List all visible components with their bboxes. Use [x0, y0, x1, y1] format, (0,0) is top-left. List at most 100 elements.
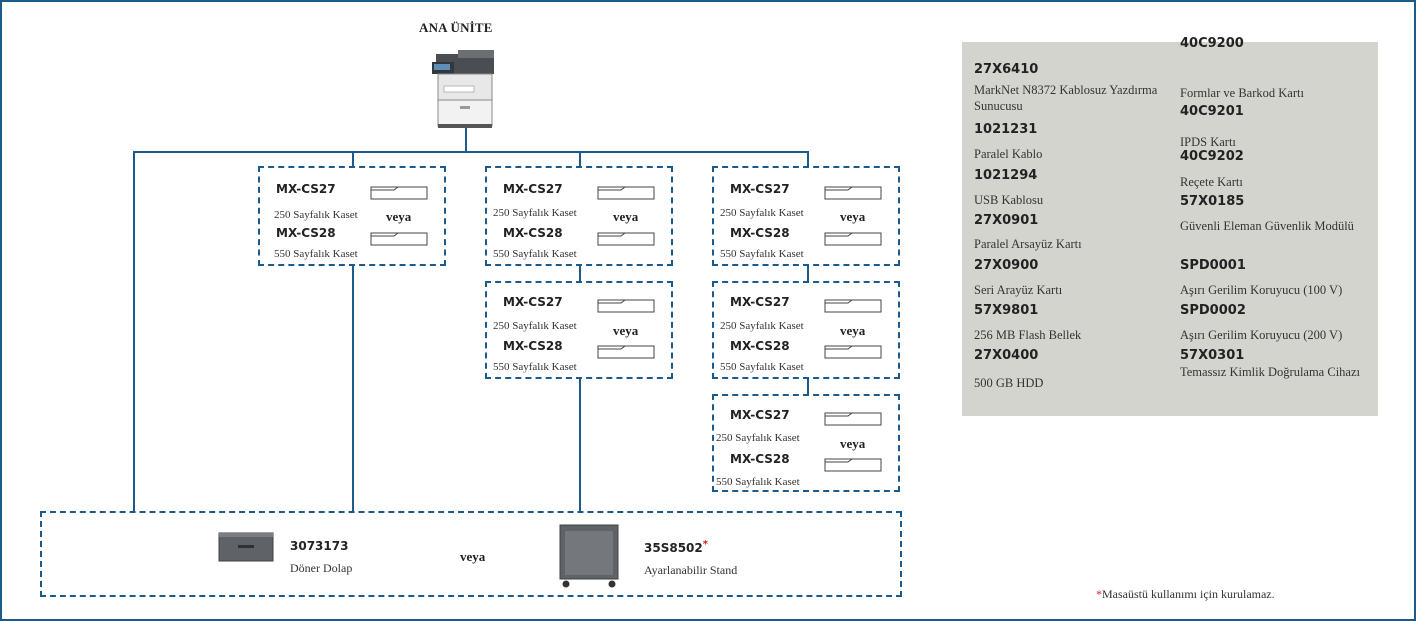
tray-b-code: MX-CS28: [503, 226, 563, 240]
tray-550-icon: [824, 458, 882, 472]
tray-550-icon: [824, 345, 882, 359]
accessory-code: 40C9202: [1180, 149, 1244, 164]
or-text: veya: [386, 209, 412, 224]
tray-a-code: MX-CS27: [503, 295, 563, 309]
tray-a-label: 250 Sayfalık Kaset: [493, 320, 577, 332]
or-text: veya: [613, 323, 639, 338]
connector-line: [352, 151, 354, 167]
tray-b-code: MX-CS28: [730, 452, 790, 466]
tray-250-icon: [597, 299, 655, 313]
tray-option-box: MX-CS27 250 Sayfalık Kaset veya MX-CS28 …: [485, 166, 673, 266]
accessory-code: 1021231: [974, 122, 1038, 137]
accessory-desc: 256 MB Flash Bellek: [974, 328, 1082, 342]
tray-550-icon: [824, 232, 882, 246]
tray-b-code: MX-CS28: [730, 226, 790, 240]
footnote: *Masaüstü kullanımı için kurulamaz.: [1096, 587, 1275, 602]
connector-line: [807, 151, 809, 167]
stand-label: Ayarlanabilir Stand: [644, 563, 738, 577]
tray-550-icon: [597, 345, 655, 359]
cabinet-icon: [218, 532, 274, 562]
accessory-desc: MarkNet N8372 Kablosuz Yazdırma Sunucusu: [974, 83, 1158, 113]
connector-line: [807, 379, 809, 395]
tray-b-label: 550 Sayfalık Kaset: [720, 248, 804, 260]
tray-b-label: 550 Sayfalık Kaset: [493, 248, 577, 260]
accessory-code: 40C9200: [1180, 36, 1244, 51]
tray-a-code: MX-CS27: [730, 182, 790, 196]
accessory-code: 57X9801: [974, 303, 1039, 318]
stand-code: 35S8502*: [644, 539, 708, 555]
accessory-desc: Temassız Kimlik Doğrulama Cihazı: [1180, 365, 1360, 379]
tray-option-box: MX-CS27 250 Sayfalık Kaset veya MX-CS28 …: [258, 166, 446, 266]
tray-a-code: MX-CS27: [730, 295, 790, 309]
accessory-desc: Seri Arayüz Kartı: [974, 283, 1063, 297]
accessory-desc: Formlar ve Barkod Kartı: [1180, 86, 1304, 100]
or-text: veya: [840, 436, 866, 451]
tray-option-box: MX-CS27 250 Sayfalık Kaset veya MX-CS28 …: [485, 281, 673, 379]
printer-image: [432, 50, 494, 128]
accessory-code: 40C9201: [1180, 104, 1244, 119]
tray-a-label: 250 Sayfalık Kaset: [720, 320, 804, 332]
tray-250-icon: [824, 186, 882, 200]
tray-b-label: 550 Sayfalık Kaset: [716, 476, 800, 488]
or-text: veya: [613, 209, 639, 224]
tray-250-icon: [597, 186, 655, 200]
accessory-desc: Paralel Kablo: [974, 147, 1043, 161]
tray-a-label: 250 Sayfalık Kaset: [493, 207, 577, 219]
tray-550-icon: [370, 232, 428, 246]
connector-line: [133, 151, 809, 153]
tray-250-icon: [824, 412, 882, 426]
accessory-desc: IPDS Kartı: [1180, 135, 1236, 149]
tray-a-label: 250 Sayfalık Kaset: [720, 207, 804, 219]
accessory-code: 57X0185: [1180, 194, 1245, 209]
tray-a-code: MX-CS27: [503, 182, 563, 196]
accessory-desc: Paralel Arsayüz Kartı: [974, 237, 1082, 251]
accessory-desc: USB Kablosu: [974, 193, 1044, 207]
accessory-code: 27X0400: [974, 348, 1039, 363]
tray-b-label: 550 Sayfalık Kaset: [274, 248, 358, 260]
tray-option-box: MX-CS27 250 Sayfalık Kaset veya MX-CS28 …: [712, 166, 900, 266]
tray-option-box: MX-CS27 250 Sayfalık Kaset veya MX-CS28 …: [712, 281, 900, 379]
base-option-box: 3073173 Döner Dolap veya 35S8502* Ayarla…: [40, 511, 902, 597]
accessory-code: SPD0002: [1180, 303, 1246, 318]
stand-code-text: 35S8502: [644, 541, 703, 555]
accessory-desc: Aşırı Gerilim Koruyucu (100 V): [1180, 283, 1343, 297]
connector-line: [579, 151, 581, 167]
accessory-code: SPD0001: [1180, 258, 1246, 273]
tray-a-code: MX-CS27: [730, 408, 790, 422]
tray-b-code: MX-CS28: [276, 226, 336, 240]
accessory-code: 27X6410: [974, 62, 1039, 77]
accessory-desc: Aşırı Gerilim Koruyucu (200 V): [1180, 328, 1343, 342]
tray-b-label: 550 Sayfalık Kaset: [493, 361, 577, 373]
footnote-mark: *: [1096, 587, 1102, 601]
connector-line: [352, 266, 354, 512]
accessory-desc: Reçete Kartı: [1180, 175, 1243, 189]
connector-line: [465, 128, 467, 152]
connector-line: [807, 266, 809, 282]
accessory-code: 1021294: [974, 168, 1038, 183]
accessories-panel: 27X6410 MarkNet N8372 Kablosuz Yazdırma …: [962, 36, 1378, 416]
tray-option-box: MX-CS27 250 Sayfalık Kaset veya MX-CS28 …: [712, 394, 900, 492]
tray-250-icon: [824, 299, 882, 313]
cabinet-code: 3073173: [290, 539, 349, 553]
tray-a-label: 250 Sayfalık Kaset: [274, 209, 358, 221]
connector-line: [579, 266, 581, 282]
tray-550-icon: [597, 232, 655, 246]
or-text: veya: [840, 323, 866, 338]
or-text: veya: [460, 549, 486, 564]
footnote-text: Masaüstü kullanımı için kurulamaz.: [1102, 587, 1275, 601]
tray-b-label: 550 Sayfalık Kaset: [720, 361, 804, 373]
accessory-code: 27X0901: [974, 213, 1039, 228]
accessory-desc: Güvenli Eleman Güvenlik Modülü: [1180, 219, 1354, 233]
main-unit-title: ANA ÜNİTE: [419, 20, 493, 35]
accessory-desc: 500 GB HDD: [974, 376, 1044, 390]
accessory-code: 27X0900: [974, 258, 1039, 273]
tray-b-code: MX-CS28: [730, 339, 790, 353]
accessory-code: 57X0301: [1180, 348, 1245, 363]
connector-line: [579, 378, 581, 512]
tray-b-code: MX-CS28: [503, 339, 563, 353]
tray-a-label: 250 Sayfalık Kaset: [716, 432, 800, 444]
tray-a-code: MX-CS27: [276, 182, 336, 196]
asterisk-mark: *: [702, 539, 708, 550]
tray-250-icon: [370, 186, 428, 200]
